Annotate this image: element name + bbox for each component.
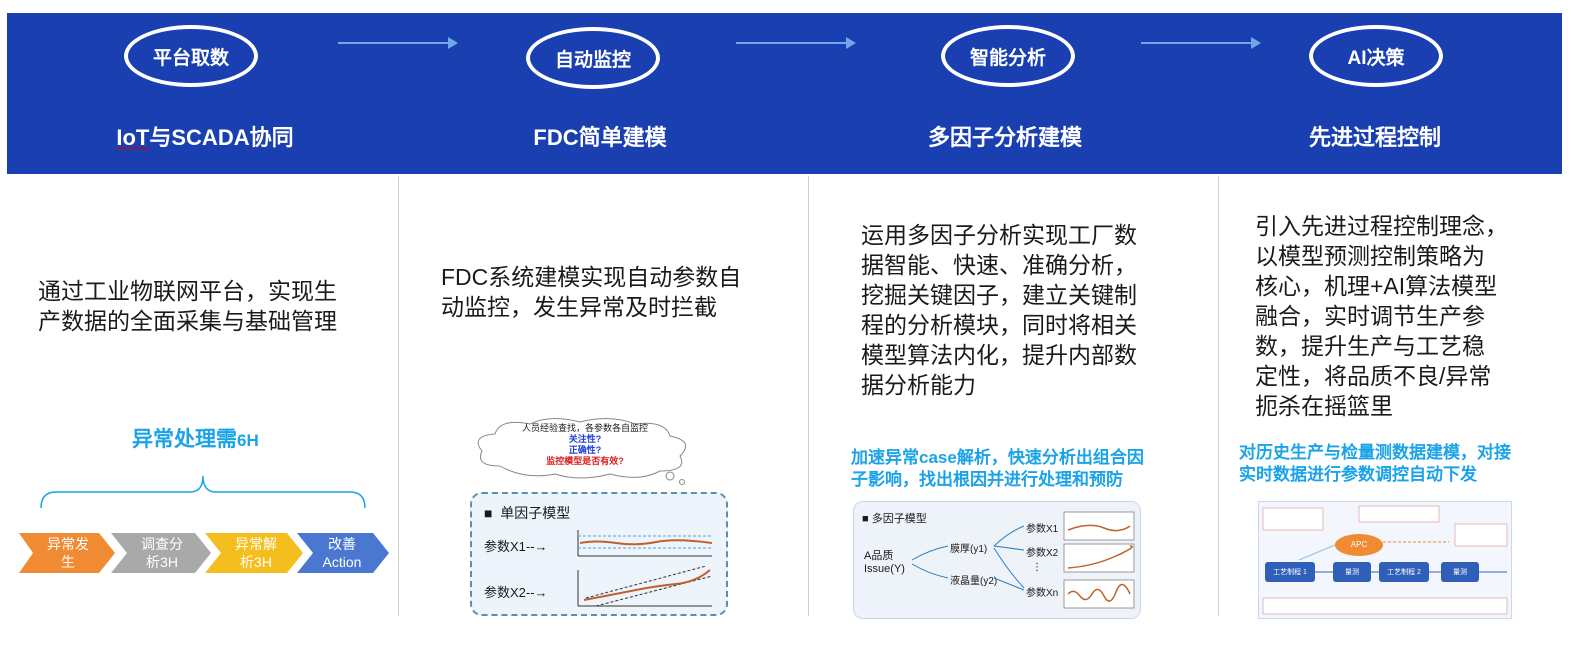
single-factor-panel: ■ 单因子模型 参数X1--→ 参数X2--→ [470,492,728,616]
col1-time-note: 异常处理需6H [132,428,259,451]
apc-flow-icon [1262,505,1508,615]
step-investigate: 调查分析3H [141,536,183,570]
step-resolve: 异常解析3H [235,536,277,570]
cloud-text: 人员经验查找，各参数各自监控 关注性? 正确性? 监控模型是否有效? [521,423,648,466]
mid-node-1: 膜厚(y1) [950,544,988,555]
leaf-node-1: 参数X1 [1026,524,1059,535]
stage-title-1: IoT与SCADA协同 [116,125,294,150]
param-x1-label: 参数X1--→ [484,539,548,554]
apc-diagram: APC 工艺制程 1 量测 工艺制程 2 量测 [1258,501,1512,619]
process-chevrons [19,533,389,573]
flow-arrow-3 [1141,37,1261,49]
measure-box-1: 量测 [1345,569,1359,576]
stage-badge-4: AI决策 [1309,25,1443,87]
col2-description: FDC系统建模实现自动参数自 动监控，发生异常及时拦截 [441,264,742,320]
flow-arrow-1 [338,37,458,49]
param-x2-label: 参数X2--→ [484,585,548,600]
stage-title-2: FDC简单建模 [533,125,667,150]
process-box-1: 工艺制程 1 [1273,569,1307,576]
stage-badge-3: 智能分析 [941,25,1075,87]
thought-cloud-icon [477,418,687,485]
stage-title-4: 先进过程控制 [1308,125,1441,150]
trend-chart-icon [577,530,713,607]
brace-icon [40,475,366,509]
column-divider [1218,176,1219,616]
col4-note: 对历史生产与检量测数据建模，对接 实时数据进行参数调控自动下发 [1239,443,1511,484]
column-divider [398,176,399,616]
stage-badge-1: 平台取数 [124,25,258,87]
leaf-node-3: 参数Xn [1026,588,1059,599]
col4-description: 引入先进过程控制理念， 以模型预测控制策略为 核心，机理+AI算法模型 融合，实… [1255,213,1508,419]
panel-title: ■ 单因子模型 [484,505,571,521]
stage-badge-2: 自动监控 [526,27,660,89]
factor-tree-icon [911,511,1135,609]
leaf-node-2: 参数X2 [1026,548,1059,559]
panel-title: ■ 多因子模型 [862,513,927,525]
column-divider [808,176,809,616]
step-occur: 异常发生 [47,536,89,570]
flow-arrow-2 [736,37,856,49]
mid-node-2: 液晶量(y2) [950,576,998,587]
stage-title-3: 多因子分析建模 [927,125,1082,150]
apc-label: APC [1350,540,1368,549]
col3-note: 加速异常case解析，快速分析出组合因 子影响，找出根因并进行处理和预防 [851,448,1144,489]
stage-banner [7,13,1562,174]
measure-box-2: 量测 [1453,569,1467,576]
col3-description: 运用多因子分析实现工厂数 据智能、快速、准确分析， 挖掘关键因子，建立关键制 程… [861,222,1137,398]
col1-description: 通过工业物联网平台，实现生 产数据的全面采集与基础管理 [38,278,337,334]
process-box-2: 工艺制程 2 [1387,569,1421,576]
leaf-dots: ⋮ [1032,562,1042,573]
